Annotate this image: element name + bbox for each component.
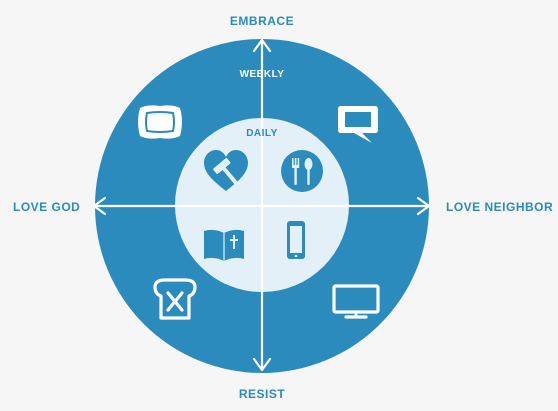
bible-icon bbox=[204, 229, 244, 261]
heart-with-hammer-icon bbox=[204, 150, 248, 191]
ring-label-daily: DAILY bbox=[246, 128, 278, 139]
pillow-icon bbox=[138, 105, 182, 139]
ring-label-weekly: WEEKLY bbox=[240, 69, 285, 80]
smartphone-icon bbox=[287, 221, 305, 259]
tv-monitor-icon bbox=[332, 284, 380, 319]
arrow-up-icon bbox=[252, 38, 272, 53]
fork-and-spoon-icon bbox=[281, 150, 323, 192]
speech-bubble-icon bbox=[338, 106, 378, 143]
axis-label-top: EMBRACE bbox=[230, 14, 294, 28]
arrow-down-icon bbox=[252, 357, 272, 372]
arrow-left-icon bbox=[92, 196, 107, 216]
axis-label-right: LOVE NEIGHBOR bbox=[446, 200, 553, 214]
axis-label-bottom: RESIST bbox=[239, 387, 286, 401]
arrow-right-icon bbox=[416, 196, 431, 216]
axis-label-left: LOVE GOD bbox=[13, 200, 80, 214]
axes bbox=[92, 38, 431, 372]
bread-with-x-icon bbox=[153, 278, 197, 320]
